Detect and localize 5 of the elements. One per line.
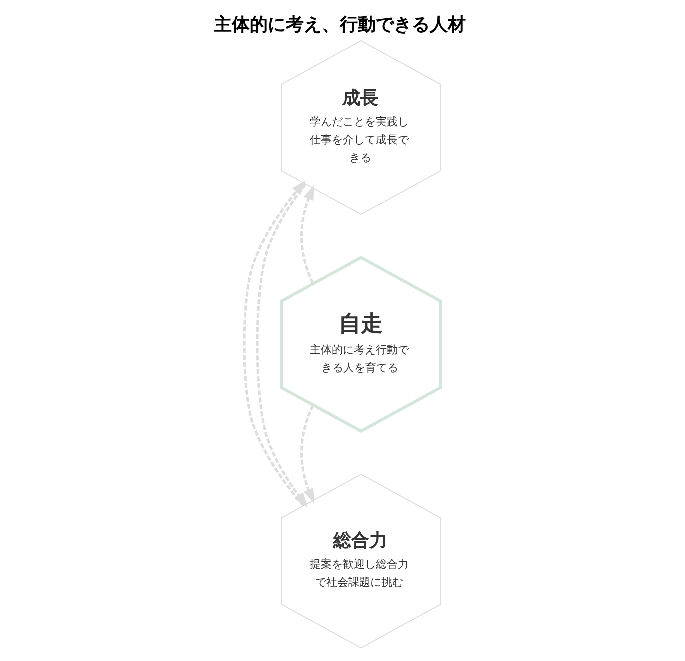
arrow bbox=[300, 185, 315, 284]
arrow bbox=[243, 180, 306, 507]
diagram-title: 主体的に考え、行動できる人材 bbox=[214, 14, 466, 36]
arrow bbox=[256, 184, 308, 508]
arrow bbox=[300, 404, 315, 504]
